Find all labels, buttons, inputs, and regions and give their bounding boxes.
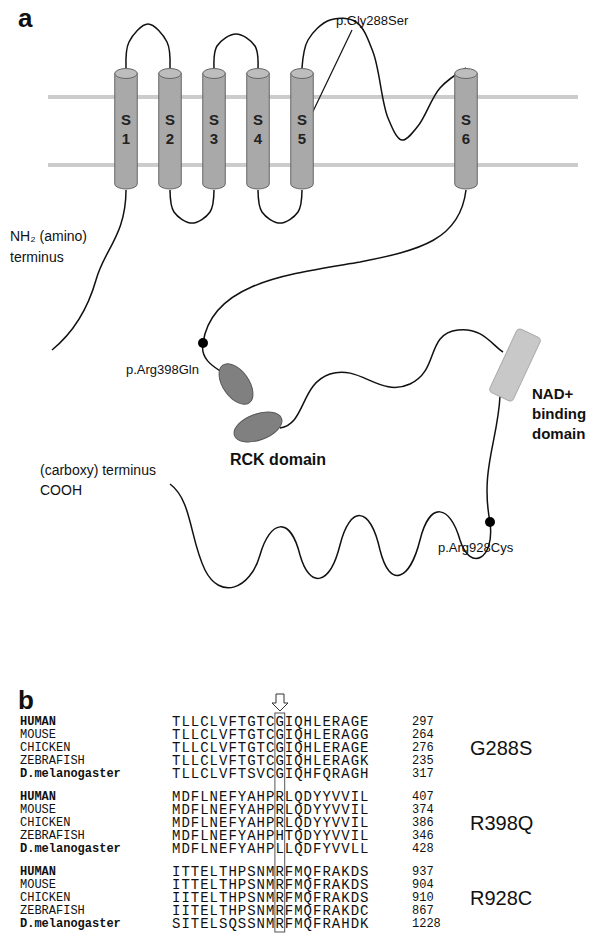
- segment-text-box: S 2: [158, 68, 182, 190]
- segment-label: S 4: [252, 110, 264, 148]
- species-name: HUMAN: [20, 790, 56, 804]
- cylinder-shape: [202, 68, 226, 190]
- species-name: MOUSE: [20, 803, 56, 817]
- mutation-code: R928C: [470, 886, 532, 910]
- segment-text-box: S 4: [246, 68, 270, 190]
- cylinder-body: [247, 73, 270, 189]
- cylinder-body: [203, 73, 226, 189]
- loop-connector: [214, 34, 258, 68]
- cylinder-cap: [291, 69, 314, 79]
- species-name: CHICKEN: [20, 816, 70, 830]
- residue-number: 937: [412, 865, 434, 879]
- mutation-label: p.Arg928Cys: [438, 540, 513, 556]
- segment-label: S 3: [208, 110, 220, 148]
- loop-connector: [302, 18, 466, 140]
- species-name: ZEBRAFISH: [20, 754, 85, 768]
- segment-label: S 6: [460, 110, 472, 148]
- cylinder-shape: [114, 68, 138, 190]
- segment-text-box: S 1: [114, 68, 138, 190]
- residue-number: 407: [412, 790, 434, 804]
- species-name: ZEBRAFISH: [20, 829, 85, 843]
- cylinder-shape: [246, 68, 270, 190]
- segment-text-box: S 5: [290, 68, 314, 190]
- species-name: CHICKEN: [20, 741, 70, 755]
- residue-number: 346: [412, 829, 434, 843]
- helix-segment: S 1: [114, 68, 138, 190]
- cylinder-shape: [454, 68, 478, 190]
- cylinder-cap: [115, 69, 138, 79]
- cylinder-cap: [247, 69, 270, 79]
- carboxy-chain: [203, 190, 466, 372]
- mutation-label: p.Gly288Ser: [336, 13, 408, 29]
- panel-letter: b: [18, 684, 34, 717]
- position-arrow: [272, 694, 288, 711]
- mutation-dot: [485, 517, 495, 527]
- cylinder-shape: [290, 68, 314, 190]
- domain-label: RCK domain: [230, 450, 326, 470]
- loop-connector: [126, 24, 170, 68]
- segment-label: S 1: [120, 110, 132, 148]
- species-name: MOUSE: [20, 728, 56, 742]
- species-name: HUMAN: [20, 715, 56, 729]
- segment-label: S 2: [164, 110, 176, 148]
- sequence-row: SITELSQSSNMRFMQFRAHDK: [172, 916, 369, 932]
- species-name: MOUSE: [20, 878, 56, 892]
- residue-number: 235: [412, 754, 434, 768]
- species-name: D.melanogaster: [20, 842, 121, 856]
- carboxy-chain: [170, 396, 500, 588]
- loop-connector: [258, 190, 302, 223]
- cylinder-cap: [203, 69, 226, 79]
- residue-number: 317: [412, 767, 434, 781]
- mutation-dot: [198, 338, 208, 348]
- species-name: ZEBRAFISH: [20, 904, 85, 918]
- amino-tail: [52, 190, 126, 350]
- domain-label: NAD+ binding domain: [532, 384, 594, 444]
- terminus-label: (carboxy) terminus COOH: [40, 460, 180, 500]
- helix-segment: S 6: [454, 68, 478, 190]
- sequence-row: TLLCLVFTSVCGIQHFQRAGH: [172, 766, 369, 782]
- residue-number: 904: [412, 878, 434, 892]
- terminus-label: NH₂ (amino) terminus: [10, 226, 88, 268]
- cylinder-cap: [159, 69, 182, 79]
- segment-text-box: S 6: [454, 68, 478, 190]
- residue-number: 428: [412, 842, 434, 856]
- sequence-row: MDFLNEFYAHPLLQDFYVVLL: [172, 841, 369, 857]
- helix-segment: S 4: [246, 68, 270, 190]
- rck-lobe: [230, 406, 286, 448]
- cylinder-body: [455, 73, 478, 189]
- residue-number: 297: [412, 715, 434, 729]
- residue-number: 910: [412, 891, 434, 905]
- helix-segment: S 3: [202, 68, 226, 190]
- loop-connector: [170, 190, 214, 223]
- species-name: D.melanogaster: [20, 767, 121, 781]
- panel-letter: a: [18, 2, 32, 35]
- mutation-label: p.Arg398Gln: [126, 362, 199, 378]
- residue-number: 1228: [412, 917, 441, 931]
- species-name: CHICKEN: [20, 891, 70, 905]
- residue-number: 867: [412, 904, 434, 918]
- cylinder-cap: [455, 69, 478, 79]
- rck-lobe: [212, 358, 260, 411]
- helix-segment: S 2: [158, 68, 182, 190]
- residue-number: 374: [412, 803, 434, 817]
- cylinder-shape: [158, 68, 182, 190]
- residue-number: 386: [412, 816, 434, 830]
- residue-number: 276: [412, 741, 434, 755]
- species-name: HUMAN: [20, 865, 56, 879]
- cylinder-body: [291, 73, 314, 189]
- cylinder-body: [159, 73, 182, 189]
- segment-label: S 5: [296, 110, 308, 148]
- carboxy-chain: [280, 330, 503, 428]
- segment-text-box: S 3: [202, 68, 226, 190]
- cylinder-body: [115, 73, 138, 189]
- residue-number: 264: [412, 728, 434, 742]
- species-name: D.melanogaster: [20, 917, 121, 931]
- mutation-code: G288S: [470, 736, 532, 760]
- mutation-code: R398Q: [470, 811, 533, 835]
- helix-segment: S 5: [290, 68, 314, 190]
